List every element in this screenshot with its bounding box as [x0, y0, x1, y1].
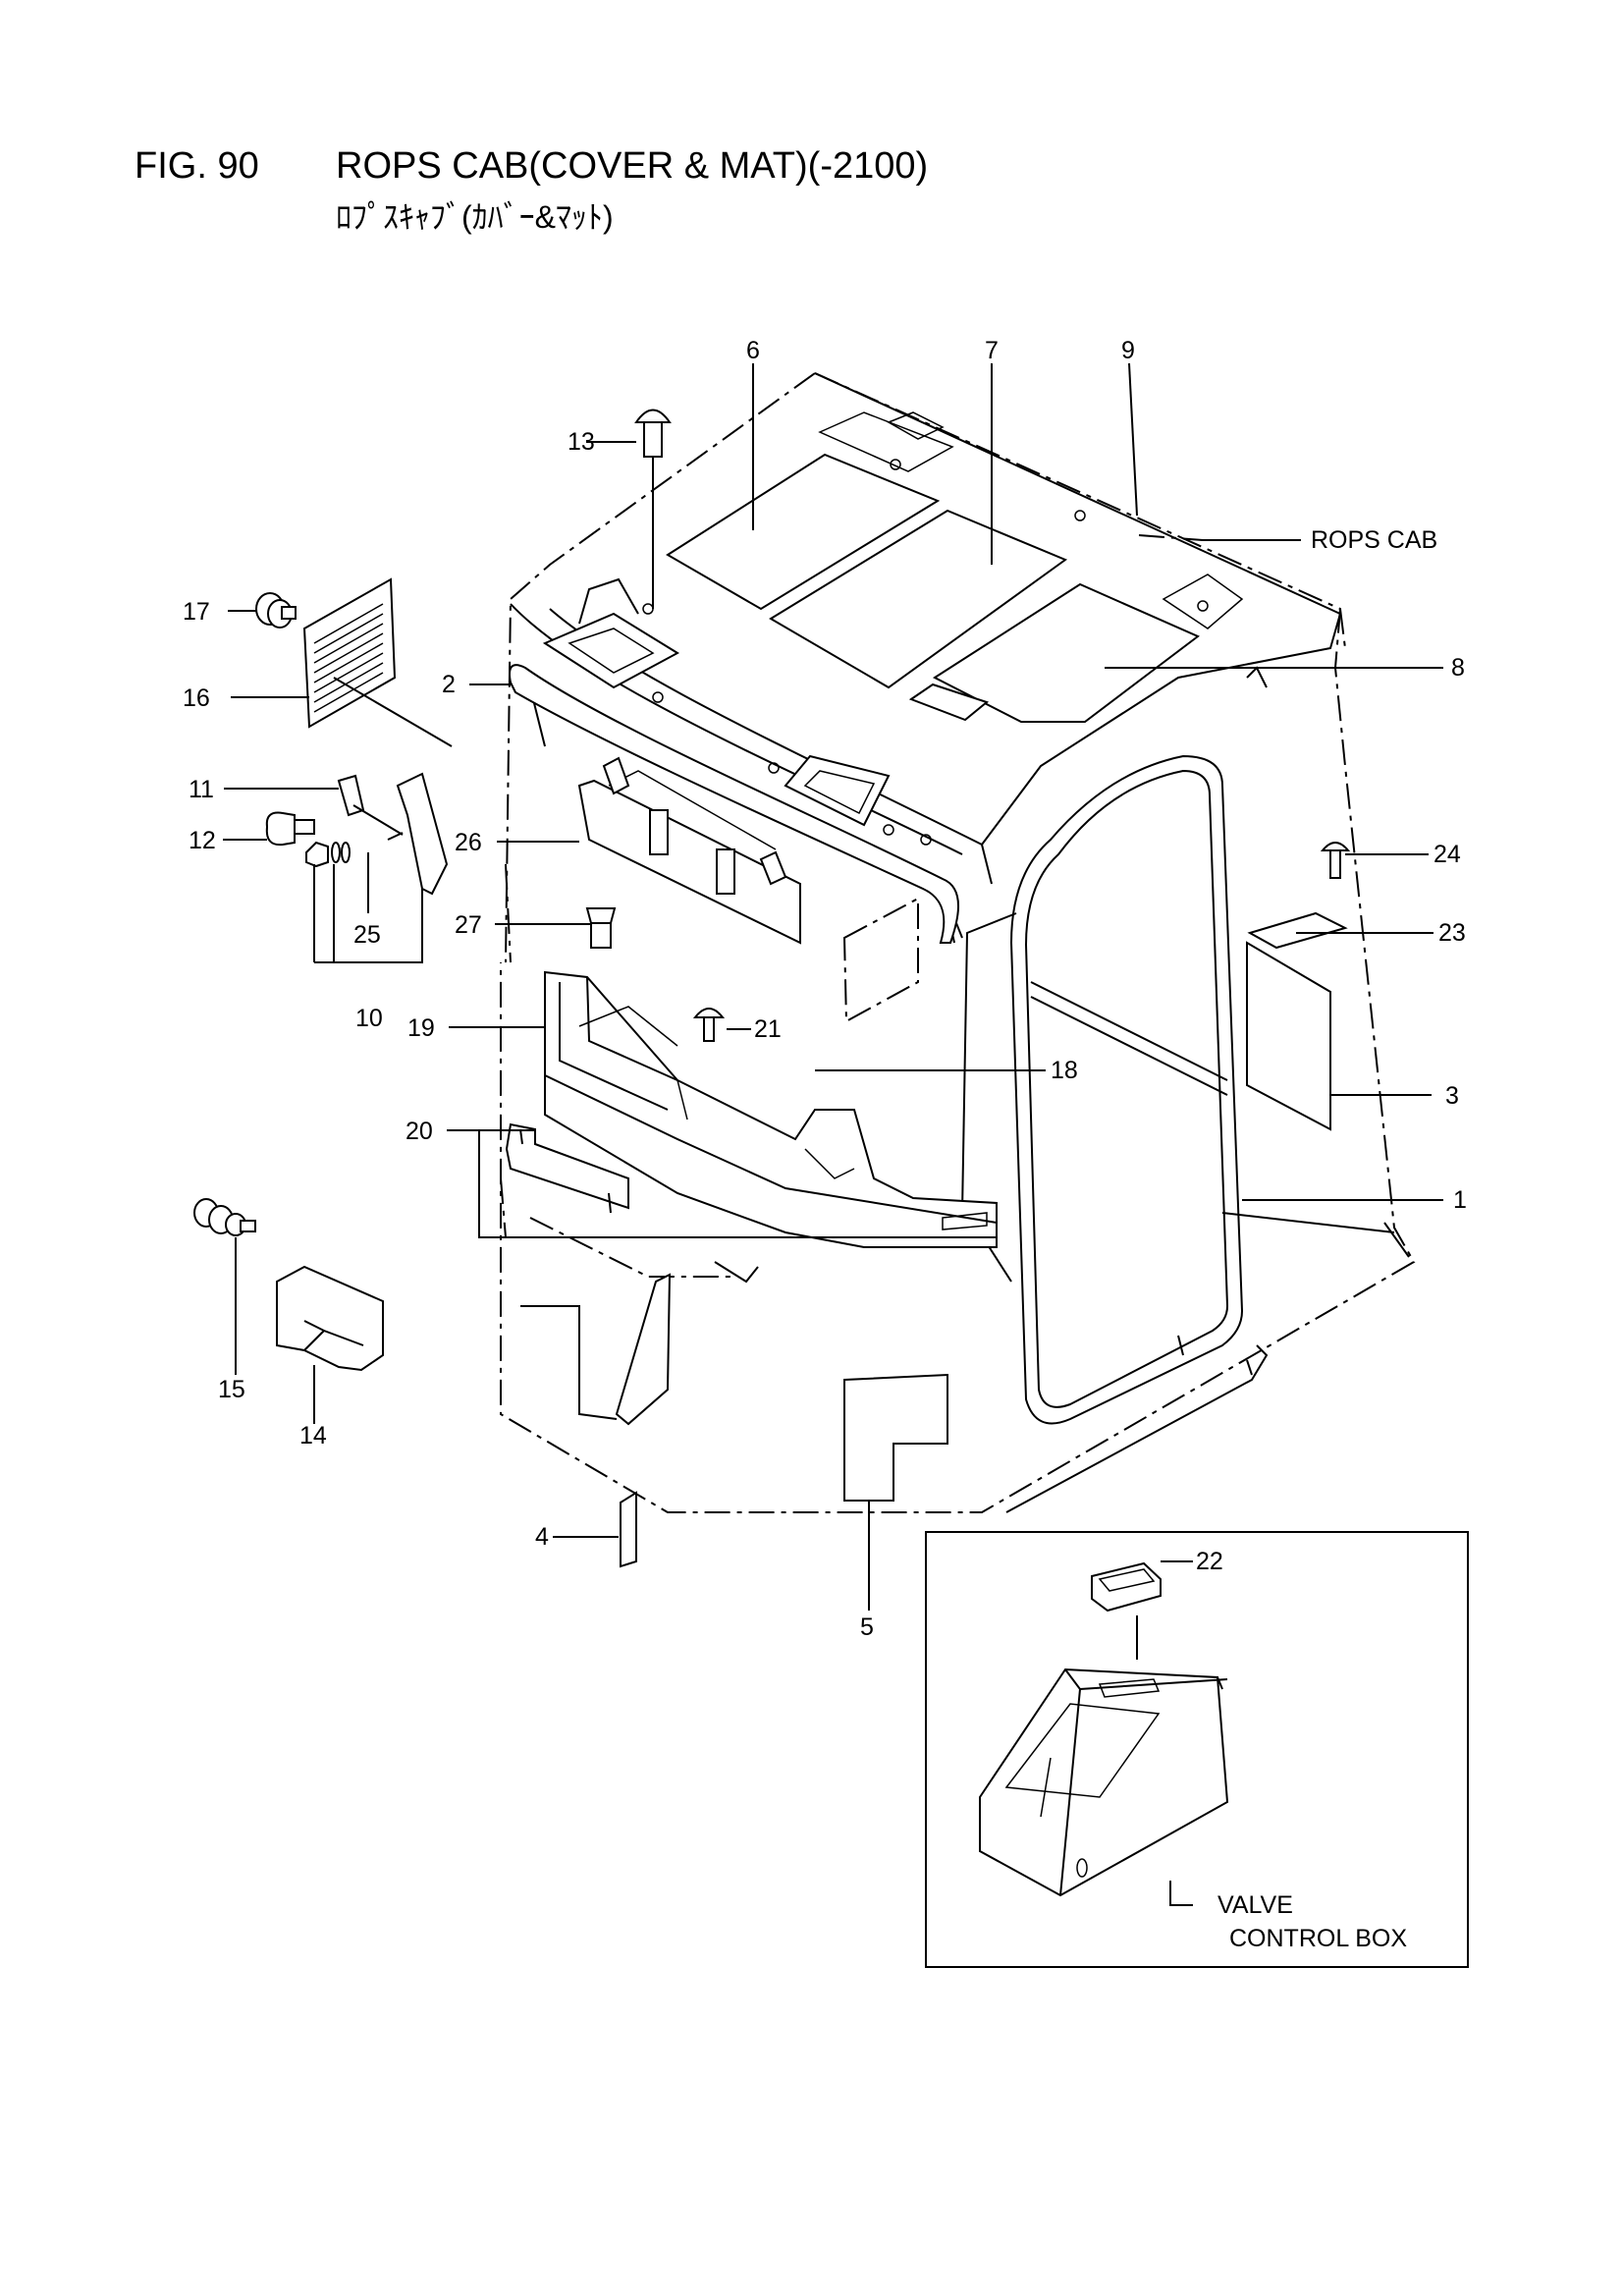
panel-4	[520, 1273, 672, 1568]
callout-21: 21	[754, 1015, 782, 1043]
knob-17	[255, 592, 297, 629]
seal-2	[509, 664, 959, 944]
rops-cab-outline	[500, 372, 1416, 1513]
callout-25: 25	[353, 921, 381, 949]
callout-26: 26	[455, 829, 482, 856]
valve-label: VALVE	[1217, 1891, 1293, 1919]
door-seal-1	[1009, 754, 1244, 1425]
figure-title: ROPS CAB(COVER & MAT)(-2100)	[336, 145, 929, 187]
callout-14: 14	[299, 1422, 327, 1449]
control-box-label: CONTROL BOX	[1229, 1925, 1407, 1952]
callout-18: 18	[1051, 1057, 1078, 1084]
mat-5	[843, 1373, 948, 1502]
dash-cover-18-19	[544, 970, 998, 1248]
bracket-20	[500, 1122, 759, 1284]
callout-24: 24	[1434, 841, 1461, 868]
callout-13: 13	[568, 428, 595, 456]
visor-26	[577, 756, 801, 945]
mirror-bracket-11	[337, 772, 449, 896]
roof-vents	[542, 577, 1268, 827]
screw-24	[1320, 842, 1351, 879]
rops-cab-label: ROPS CAB	[1311, 526, 1437, 554]
callout-3: 3	[1445, 1082, 1459, 1110]
callout-23: 23	[1438, 919, 1466, 947]
callout-5: 5	[860, 1613, 874, 1641]
text-labels: ROPS CAB VALVE CONTROL BOX	[1217, 526, 1437, 1952]
nut-25	[305, 841, 351, 868]
valve-control-box-inset	[925, 1531, 1469, 1968]
callout-12: 12	[189, 827, 216, 854]
callout-16: 16	[183, 684, 210, 712]
plate-23	[1247, 911, 1348, 950]
callout-1: 1	[1453, 1186, 1467, 1214]
callout-8: 8	[1451, 654, 1465, 682]
figure-title-japanese: ﾛﾌﾟｽｷｬﾌﾞ(ｶﾊﾞｰ&ﾏｯﾄ)	[336, 199, 614, 235]
panel-3	[1246, 941, 1331, 1131]
figure-number: FIG. 90	[135, 145, 259, 187]
callout-9: 9	[1121, 337, 1135, 364]
callout-17: 17	[183, 598, 210, 626]
callout-2: 2	[442, 671, 456, 698]
callout-7: 7	[985, 337, 999, 364]
cab-body-side	[961, 912, 1410, 1513]
mat-6	[666, 453, 941, 611]
mat-8	[932, 582, 1200, 723]
callout-19: 19	[407, 1014, 435, 1042]
bolt-12	[265, 811, 315, 847]
roof-mats	[666, 453, 1200, 723]
visor-mount-phantom	[842, 897, 919, 1023]
callout-15: 15	[218, 1376, 245, 1403]
cover-14	[276, 1265, 384, 1372]
callout-10: 10	[355, 1005, 383, 1032]
leader-lines	[223, 362, 1443, 1906]
callout-11: 11	[189, 776, 214, 803]
callout-22: 22	[1196, 1548, 1223, 1575]
connector-15	[193, 1198, 256, 1236]
grille-16	[302, 577, 453, 747]
callout-4: 4	[535, 1523, 549, 1551]
screw-21	[692, 1008, 726, 1042]
callout-6: 6	[746, 337, 760, 364]
pin-13	[634, 409, 672, 458]
callout-numbers: 1 2 3 4 5 6 7 8 9 10 11 12 13 14 15 16 1…	[183, 337, 1467, 1641]
screw-27	[585, 907, 617, 949]
callout-20: 20	[406, 1118, 433, 1145]
callout-27: 27	[455, 911, 482, 939]
